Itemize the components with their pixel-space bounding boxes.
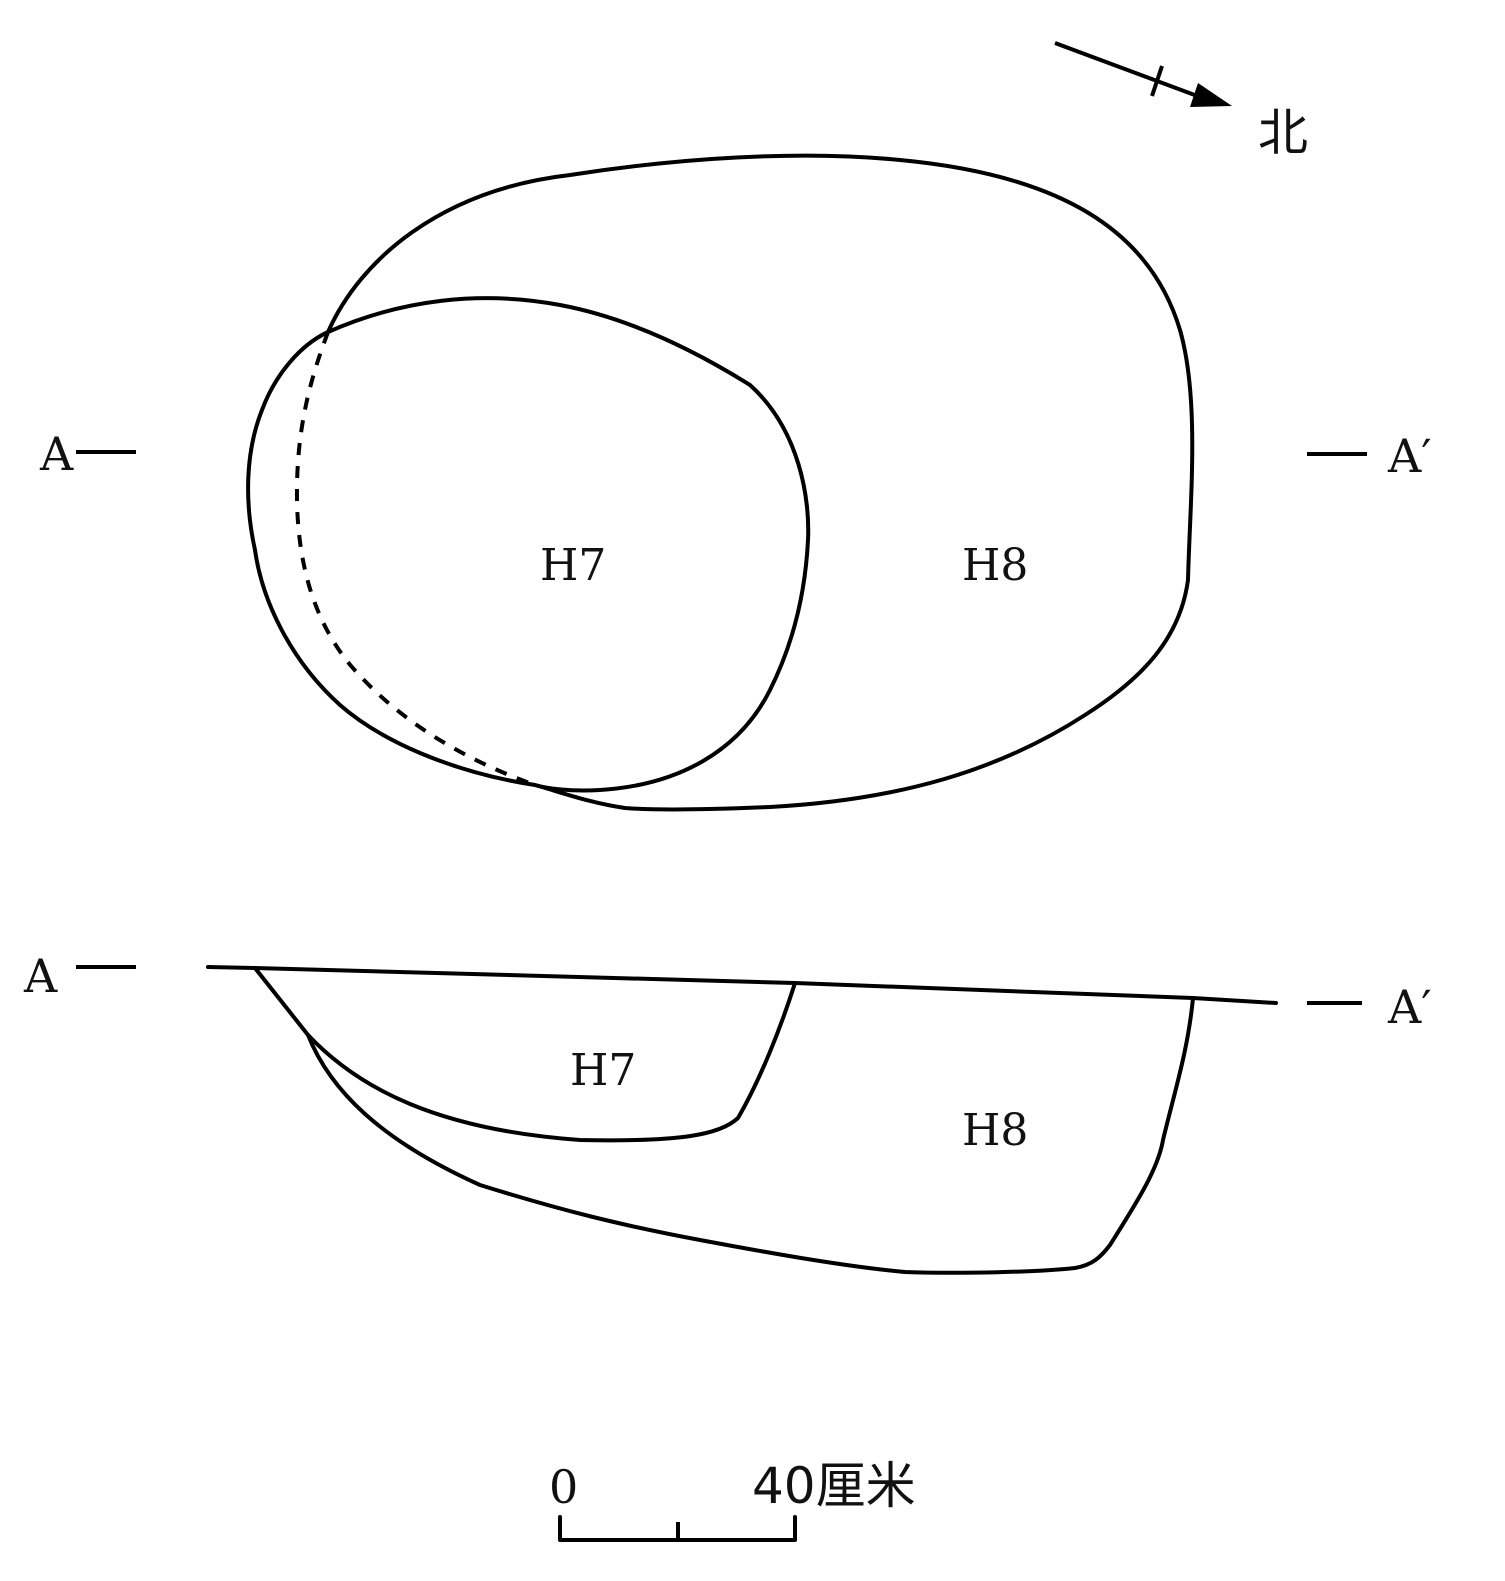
profile-h8-label: H8 bbox=[962, 1105, 1028, 1156]
north-arrow: 北 bbox=[1054, 41, 1308, 162]
north-arrow-shaft bbox=[1054, 41, 1201, 99]
profile-section-end-label: A′ bbox=[1387, 980, 1432, 1034]
scale-bar-start-label: 0 bbox=[549, 1460, 578, 1514]
north-label: 北 bbox=[1258, 104, 1308, 162]
plan-h7-label: H7 bbox=[540, 540, 606, 591]
plan-section-start-label: A bbox=[39, 427, 74, 481]
north-arrow-head-icon bbox=[1190, 83, 1232, 107]
plan-h8-label: H8 bbox=[962, 540, 1028, 591]
scale-bar-end-label: 40厘米 bbox=[752, 1457, 916, 1515]
plan-section-markers: A A′ bbox=[39, 427, 1432, 483]
plan-h8-outline bbox=[326, 153, 1195, 812]
profile-ground-line bbox=[206, 965, 1278, 1005]
plan-h7-outline bbox=[246, 296, 811, 793]
profile-section-markers: A A′ bbox=[23, 949, 1432, 1034]
profile-h7-label: H7 bbox=[570, 1045, 636, 1096]
plan-h8-hidden-edge bbox=[294, 331, 536, 787]
north-arrow-crossbar bbox=[1150, 65, 1164, 97]
plan-section-end-label: A′ bbox=[1387, 429, 1432, 483]
profile-h8-outline bbox=[306, 996, 1195, 1275]
profile-section-start-label: A bbox=[23, 949, 58, 1003]
profile-h7-outline bbox=[253, 966, 797, 1143]
scale-bar: 0 40厘米 bbox=[549, 1457, 916, 1542]
